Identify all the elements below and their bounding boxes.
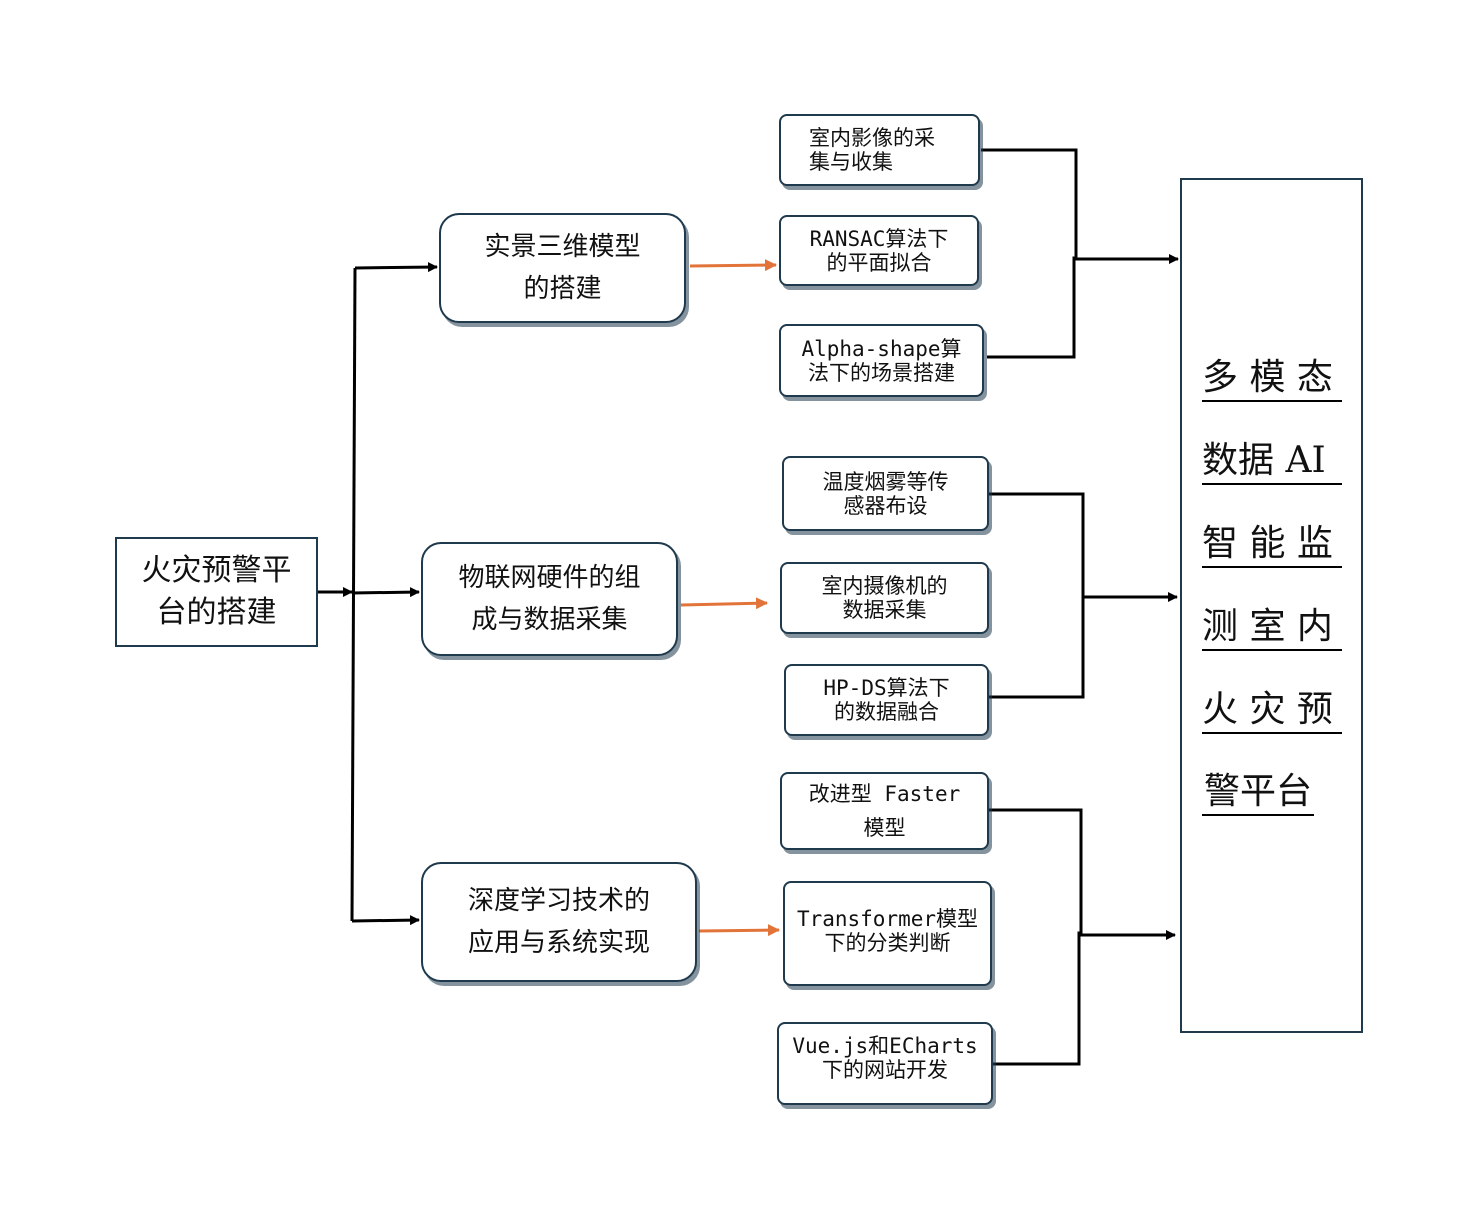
leaf-box-transformer: Transformer模型 下的分类判断 — [783, 881, 992, 986]
goal-line-5: 火 灾 预 — [1202, 688, 1342, 734]
leaf-box-faster-model: 改进型 Faster 模型 — [780, 772, 989, 850]
root-line-2: 台的搭建 — [156, 595, 277, 630]
branch-2-orange-arrow — [680, 597, 768, 610]
branch-1-line-1: 实景三维模型 — [484, 232, 641, 262]
branch-3-line-1: 深度学习技术的 — [467, 886, 650, 916]
branch-box-3d-model: 实景三维模型 的搭建 — [439, 213, 686, 323]
leaf-box-image-capture: 室内影像的采 集与收集 — [779, 114, 980, 186]
branch-box-deep-learning: 深度学习技术的 应用与系统实现 — [421, 862, 697, 982]
group-1-merge-connector — [981, 148, 1078, 359]
group-3-merge-connector — [989, 808, 1083, 1066]
branch-box-iot-hardware: 物联网硬件的组 成与数据采集 — [421, 542, 678, 656]
leaf-box-ransac: RANSAC算法下 的平面拟合 — [779, 215, 979, 286]
goal-line-3: 智 能 监 — [1202, 522, 1342, 568]
group-2-merge-connector — [988, 492, 1085, 699]
leaf-1-line-2: 集与收集 — [809, 150, 893, 174]
goal-line-1: 多 模 态 — [1202, 356, 1342, 402]
branch-2-line-2: 成与数据采集 — [471, 605, 628, 635]
leaf-4-line-2: 感器布设 — [843, 493, 928, 518]
branch-1-orange-arrow — [689, 259, 777, 272]
leaf-7-line-2: 模型 — [863, 816, 906, 840]
leaf-2-line-1: RANSAC算法下 — [809, 226, 949, 251]
leaf-box-alpha-shape: Alpha-shape算 法下的场景搭建 — [779, 324, 984, 397]
leaf-7-line-1: 改进型 Faster — [808, 782, 961, 806]
leaf-5-line-2: 数据采集 — [842, 598, 927, 622]
leaf-6-line-1: HP-DS算法下 — [823, 676, 950, 700]
leaf-9-line-2: 下的网站开发 — [822, 1058, 948, 1082]
leaf-box-sensors: 温度烟雾等传 感器布设 — [782, 456, 989, 531]
leaf-3-line-2: 法下的场景搭建 — [808, 360, 955, 385]
root-box: 火灾预警平 台的搭建 — [115, 537, 318, 647]
branch-3-line-2: 应用与系统实现 — [467, 928, 650, 958]
leaf-box-hp-ds: HP-DS算法下 的数据融合 — [784, 664, 989, 736]
leaf-5-line-1: 室内摄像机的 — [821, 574, 948, 598]
leaf-box-camera-data: 室内摄像机的 数据采集 — [780, 562, 989, 634]
spine-to-branch-1-connector — [354, 262, 438, 273]
goal-line-4: 测 室 内 — [1202, 605, 1342, 651]
branch-3-orange-arrow — [698, 924, 780, 937]
leaf-4-line-1: 温度烟雾等传 — [822, 469, 949, 494]
leaf-box-vue-echarts: Vue.js和ECharts 下的网站开发 — [777, 1022, 993, 1105]
leaf-8-line-2: 下的分类判断 — [824, 931, 951, 955]
branch-2-line-1: 物联网硬件的组 — [458, 563, 641, 593]
goal-line-6: 警平台 — [1202, 770, 1314, 816]
leaf-6-line-2: 的数据融合 — [834, 700, 939, 724]
root-line-1: 火灾预警平 — [141, 553, 292, 588]
leaf-2-line-2: 的平面拟合 — [826, 250, 932, 275]
spine-to-branch-2-connector — [351, 587, 420, 598]
goal-box: 多 模 态 数据 AI 智 能 监 测 室 内 火 灾 预 警平台 — [1180, 178, 1363, 1033]
leaf-3-line-1: Alpha-shape算 — [801, 336, 962, 361]
leaf-8-line-1: Transformer模型 — [796, 907, 979, 931]
leaf-1-line-1: 室内影像的采 — [809, 126, 935, 150]
spine-connector — [350, 267, 357, 922]
goal-line-2: 数据 AI — [1202, 439, 1342, 485]
leaf-9-line-1: Vue.js和ECharts — [792, 1034, 978, 1058]
spine-to-branch-3-connector — [351, 915, 420, 926]
branch-1-line-2: 的搭建 — [523, 274, 602, 304]
